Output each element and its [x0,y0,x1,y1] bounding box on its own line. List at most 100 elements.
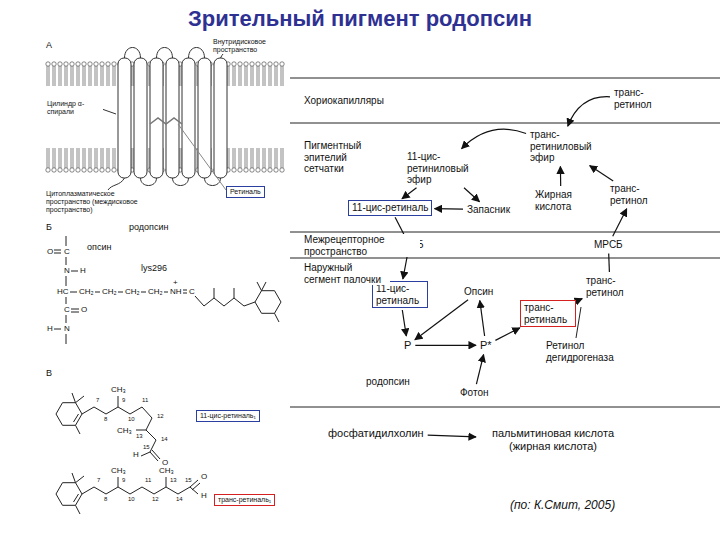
lipid-head [250,168,254,172]
text-label: CH₂ [147,287,164,296]
term-node: Фотон [458,386,491,400]
lipid-head [274,62,278,66]
structure-cis [56,393,160,461]
text-label: N [63,324,71,333]
lipid-head [106,62,110,66]
lipid-head [46,62,50,66]
text-label: родопсин [365,376,411,388]
lipid-stroke [59,66,60,86]
node-text: Р* [480,339,492,352]
lipid-stroke [101,148,102,168]
lipid-stroke [103,148,104,168]
source-caption: (по: К.Смит, 2005) [510,498,615,512]
lipid-head [280,62,284,66]
term-node: Опсин [462,285,495,299]
lipid-head [88,168,92,172]
lipid-head [238,168,242,172]
lipid-head [94,168,98,172]
node-text: Фотон [460,387,489,399]
node-text: транс-ретинол [586,275,634,298]
lipid-stroke [113,66,114,86]
lipid-stroke [79,66,80,86]
lipid-head [112,168,116,172]
text-label: CH₃ [116,426,133,435]
term-node: фосфатидилхолин [326,426,426,441]
term-node: транс-ретинол [608,182,660,207]
lipid-head [82,168,86,172]
lipid-stroke [55,66,56,86]
lipid-stroke [283,66,284,86]
atom-number: 8 [103,496,108,503]
lipid-stroke [89,148,90,168]
lipid-stroke [59,148,60,168]
lipid-head [256,168,260,172]
lipid-stroke [275,66,276,86]
term-node: транс-ретиниловый эфир [528,128,592,165]
flow-arrow [608,254,610,273]
lipid-stroke [235,66,236,86]
flow-arrow [560,167,561,187]
text-label: O [80,305,88,314]
boxed-term: 11-цис-ретиналь [372,281,428,308]
flow-arrow [476,355,483,385]
lipid-stroke [229,66,230,86]
text-label: H [132,450,140,459]
lipid-stroke [49,66,50,86]
term-node: 11-цис-ретиниловый эфир [405,150,479,187]
text-label: родопсин [128,222,169,232]
lipid-head [82,62,86,66]
leader-line [576,307,581,338]
node-text: Опсин [464,286,493,298]
atom-number: 13 [135,433,144,440]
lipid-head [262,62,266,66]
boxed-term: транс-ретиналь₁ [214,494,275,506]
lipid-stroke [53,66,54,86]
node-text: Жирная кислота [535,189,587,212]
lipid-stroke [277,66,278,86]
lipid-stroke [265,148,266,168]
lipid-stroke [235,148,236,168]
lipid-stroke [91,148,92,168]
lipid-stroke [263,148,264,168]
band-lines [290,78,720,407]
lipid-head [70,168,74,172]
flow-arrow [402,188,417,199]
text-label: lys296 [140,263,168,273]
boxed-term: 11-цис-ретиналь₁ [196,410,260,422]
lipid-stroke [245,148,246,168]
helix-drawing [99,44,236,190]
term-node: транс-ретинол [612,86,664,111]
lipid-stroke [101,66,102,86]
lipid-stroke [133,148,134,168]
lipid-stroke [103,66,104,86]
lipid-head [244,62,248,66]
lipid-stroke [271,66,272,86]
flow-arrow [428,435,476,437]
lipid-stroke [181,148,182,168]
lipid-stroke [241,66,242,86]
title-box: Зрительный пигмент родопсин [0,6,720,32]
lipid-stroke [253,148,254,168]
flow-arrow [568,97,610,126]
atom-number: 12 [156,413,165,420]
lipid-stroke [97,66,98,86]
term-node: Р [402,338,413,353]
lipid-head [58,62,62,66]
lipid-stroke [109,148,110,168]
flow-arrow [435,208,464,210]
lipid-stroke [271,148,272,168]
boxed-term: Ретиналь [226,186,265,198]
atom-number: 7 [96,477,101,484]
lipid-stroke [67,66,68,86]
lipid-head [70,62,74,66]
lipid-stroke [283,148,284,168]
text-label: Хориокапилляры [303,95,385,107]
node-text: транс-ретиниловый эфир [530,129,590,164]
lipid-stroke [269,148,270,168]
lipid-stroke [263,66,264,86]
term-node: Жирная кислота [533,188,589,213]
lipid-stroke [241,148,242,168]
lipid-stroke [61,148,62,168]
text-label: NH [169,287,183,296]
lipid-stroke [245,66,246,86]
